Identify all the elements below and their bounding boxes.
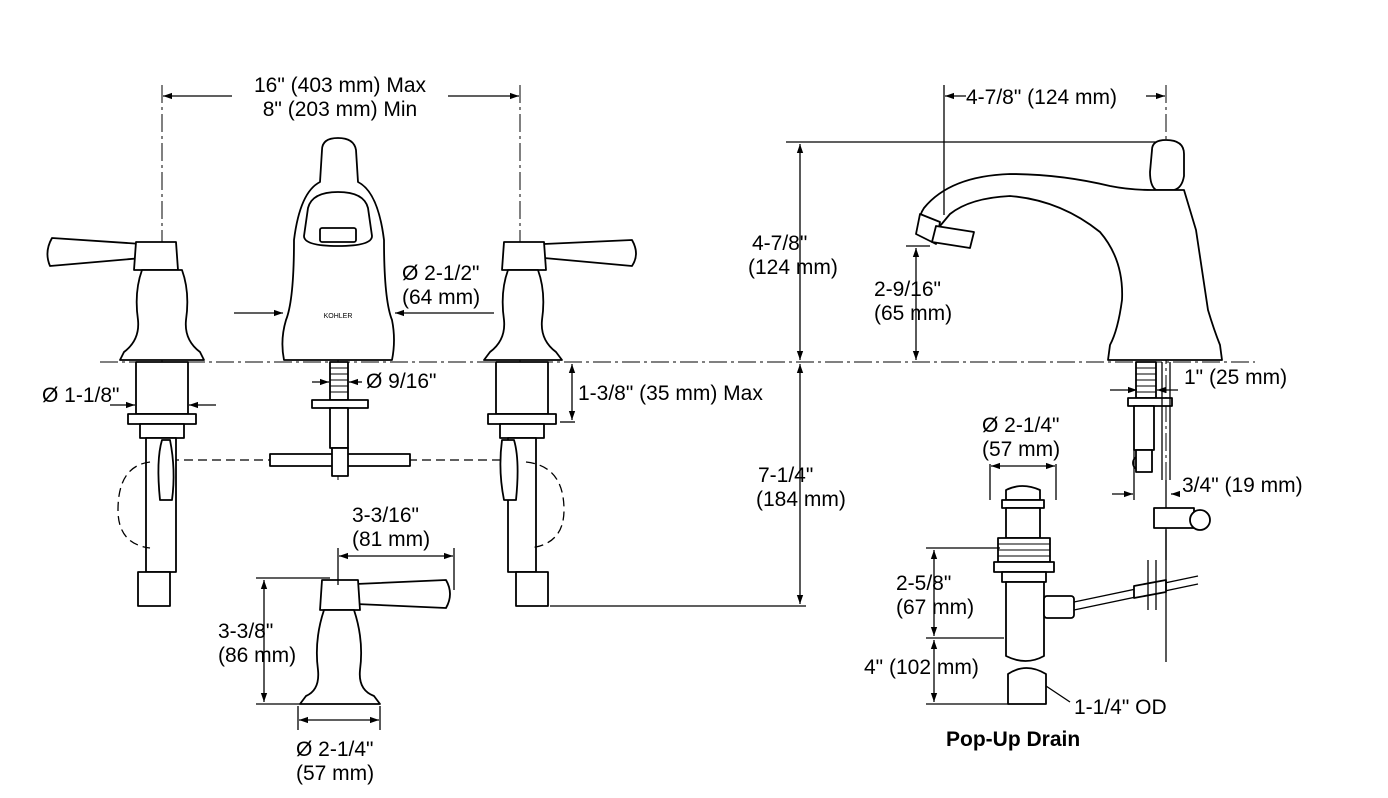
handle-height-label-1: 3-3/8" [218, 620, 274, 643]
handle-detail-dimensions [256, 548, 455, 730]
spout-height-label-2: (124 mm) [748, 256, 838, 279]
handle-detail [299, 579, 451, 705]
spout-base-dia-label-2: (64 mm) [402, 286, 481, 309]
spout-outlet-height-label-1: 2-9/16" [874, 278, 941, 301]
right-supply-loop [525, 461, 565, 549]
side-spout [915, 139, 1223, 560]
spread-max-label: 16" (403 mm) Max [254, 74, 426, 97]
tailpiece-od-label: 1-1/4" OD [1074, 696, 1167, 719]
drain-body-label-2: (67 mm) [896, 596, 975, 619]
max-deck-thickness-label: 1-3/8" (35 mm) Max [578, 382, 763, 405]
reference-lines [100, 85, 1255, 650]
left-handle-valve [46, 237, 205, 607]
handle-length-label-1: 3-3/16" [352, 504, 419, 527]
spread-min-label: 8" (203 mm) Min [262, 98, 418, 121]
pop-up-drain-caption: Pop-Up Drain [946, 728, 1081, 751]
left-supply-loop [117, 461, 151, 549]
center-spout [269, 137, 411, 477]
handle-shank-dia-label: Ø 1-1/8" [42, 384, 120, 407]
drain-dimensions [926, 462, 1071, 705]
spout-outlet-height-label-2: (65 mm) [874, 302, 953, 325]
brand-mark-text: KOHLER [324, 313, 353, 320]
below-deck-label-1: 7-1/4" [758, 464, 814, 487]
deck-thickness-dimension [560, 364, 576, 423]
spout-base-dia-label-1: Ø 2-1/2" [402, 262, 480, 285]
spout-shank-dia-label: Ø 9/16" [366, 370, 437, 393]
vertical-height-dimensions [550, 141, 1160, 607]
drain-flange-dia-label-1: Ø 2-1/4" [982, 414, 1060, 437]
spout-height-label-1: 4-7/8" [752, 232, 808, 255]
side-dimensions [906, 85, 1180, 500]
drain-flange-dia-label-2: (57 mm) [982, 438, 1061, 461]
spout-reach-label: 4-7/8" (124 mm) [966, 86, 1117, 109]
right-handle-valve [483, 239, 637, 607]
lift-rod-offset-label: 1" (25 mm) [1184, 366, 1288, 389]
pop-up-drain [993, 485, 1211, 705]
handle-base-dia-label-1: Ø 2-1/4" [296, 738, 374, 761]
lift-rod-dia-label: 3/4" (19 mm) [1182, 474, 1303, 497]
tailpiece-length-label: 4" (102 mm) [864, 656, 979, 679]
drain-body-label-1: 2-5/8" [896, 572, 952, 595]
handle-height-label-2: (86 mm) [218, 644, 297, 667]
handle-length-label-2: (81 mm) [352, 528, 431, 551]
below-deck-label-2: (184 mm) [756, 488, 846, 511]
handle-base-dia-label-2: (57 mm) [296, 762, 375, 785]
